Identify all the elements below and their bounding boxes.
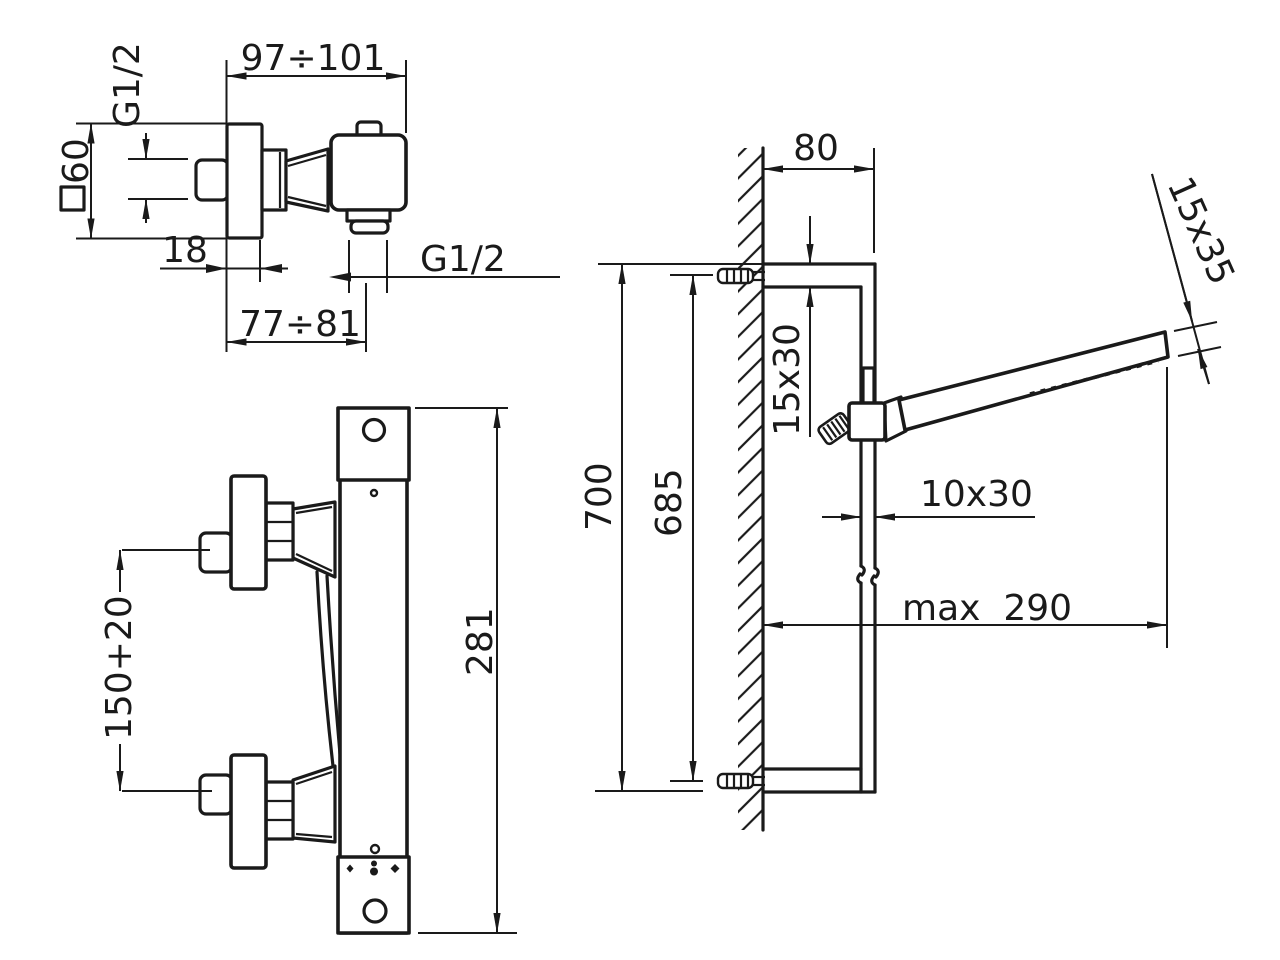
top-mount-hole [361, 417, 387, 443]
valve-front-view: 150+20 281 [99, 406, 517, 935]
break-symbol [870, 574, 877, 587]
dim-width-top-label: 97÷101 [241, 38, 386, 79]
dim-flange-label: 60 [56, 138, 97, 184]
dim-height-label: 281 [460, 607, 501, 676]
spray-face-nozzles [1029, 359, 1159, 396]
outlet-aerator [349, 219, 390, 235]
cone-detail [295, 832, 333, 839]
dim-thread-outlet-label: G1/2 [420, 239, 506, 280]
top-mount-plate [336, 406, 411, 482]
holder-block [847, 401, 887, 442]
cone-detail [295, 553, 333, 572]
cone-detail [287, 195, 327, 208]
supply-pipe-curve [325, 574, 342, 756]
installation-view: 80 15x30 700 685 10x30 max 290 15x35 [579, 128, 1242, 832]
valve-body [329, 133, 408, 212]
dim-fixing-span-label: 685 [649, 468, 690, 537]
break-symbol [859, 564, 866, 577]
bottom-handle-disc [229, 753, 268, 870]
dim-arrowhead [260, 264, 282, 273]
top-handle-knob [198, 531, 234, 574]
wall-anchor-bottom [716, 772, 765, 790]
break-symbol [873, 566, 880, 579]
break-symbol [856, 572, 863, 585]
dim-rail-section-label: 10x30 [920, 474, 1033, 515]
dim-arrow [1197, 348, 1210, 385]
dim-width-bottom-label: 77÷81 [239, 304, 361, 345]
dim-thread-inlet-label: G1/2 [107, 42, 148, 128]
bottom-screw-dot [369, 843, 381, 855]
dim-arrowhead [329, 272, 351, 282]
dim-bracket-section-label: 15x30 [767, 323, 808, 436]
cone-detail [295, 505, 333, 515]
cone-detail [287, 153, 327, 168]
dim-inlet-spacing-label: 150+20 [99, 595, 140, 740]
dim-arrow [1151, 173, 1193, 322]
indicator-icon-left [346, 864, 354, 873]
holder-clamp-tab [861, 366, 876, 406]
thermostat-icon [371, 860, 377, 867]
hand-shower-wand [897, 330, 1170, 432]
dim-max-reach-label: max 290 [902, 588, 1072, 629]
dim-plate-depth-label: 18 [162, 230, 208, 271]
dim-handset-section-label: 15x35 [1159, 171, 1242, 291]
indicator-icon-right [390, 864, 400, 873]
supply-pipe-curve [315, 570, 335, 768]
inlet-stub [194, 158, 230, 202]
top-handle-disc [229, 474, 268, 591]
bottom-mount-hole [362, 898, 388, 924]
handle-stem [260, 148, 288, 212]
square-section-icon [59, 185, 86, 212]
ext-tick [1173, 321, 1218, 332]
dim-rail-total-label: 700 [579, 462, 620, 531]
outlet-flange [345, 208, 392, 223]
dim-arrowhead [206, 264, 227, 273]
bottom-handle-hex [264, 780, 295, 841]
dim-wall-offset-label: 80 [793, 128, 839, 169]
cone-detail [295, 770, 333, 786]
wall-hatching [738, 148, 763, 830]
top-handle-hex [264, 501, 295, 562]
valve-side-view: 97÷101 G1/2 60 18 77÷81 G1/2 [56, 38, 560, 352]
thermostat-icon [370, 867, 378, 876]
wall-anchor-top [716, 267, 765, 285]
wall-plate [225, 122, 264, 240]
bottom-handle-knob [198, 773, 234, 816]
top-screw-dot [369, 488, 379, 498]
